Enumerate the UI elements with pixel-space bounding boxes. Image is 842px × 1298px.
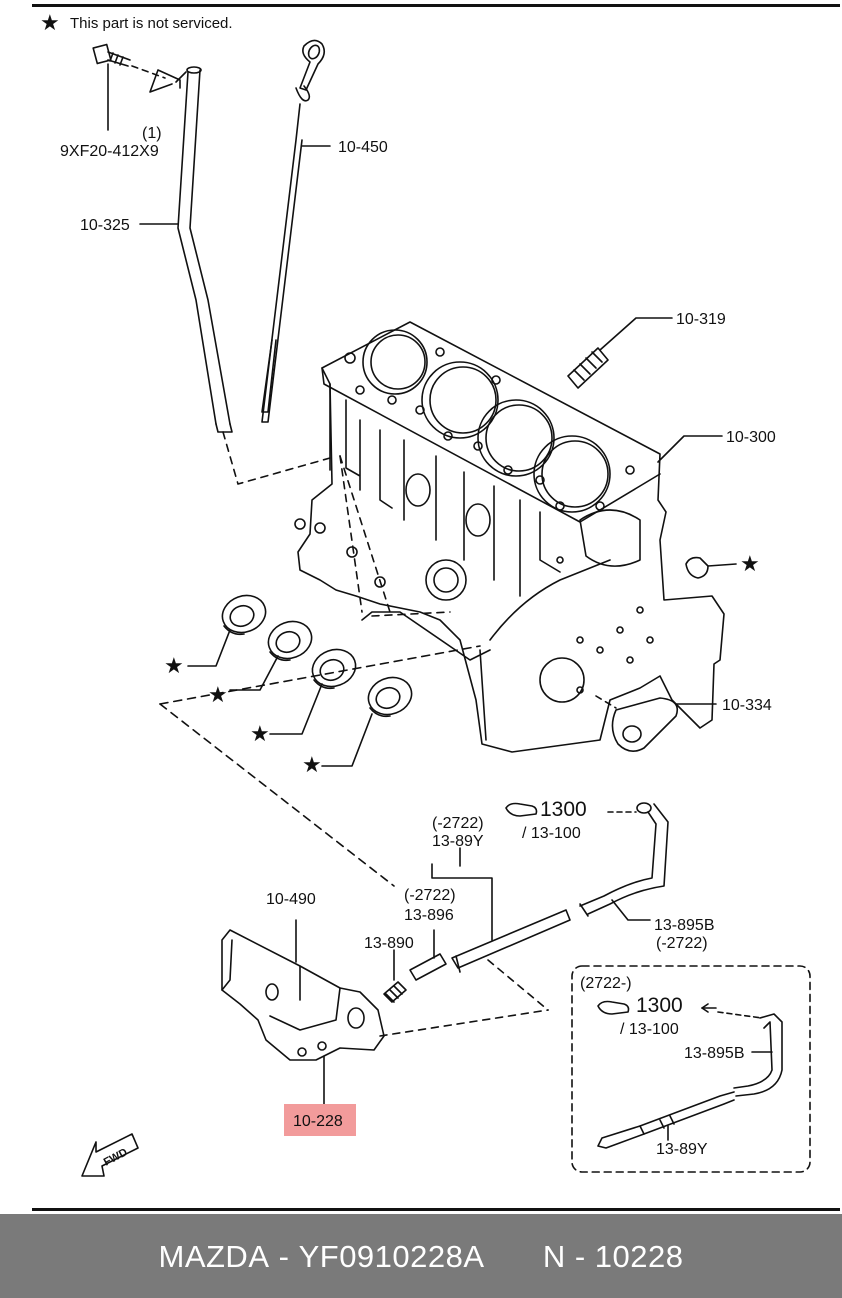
footer-caption: MAZDA - YF0910228A N - 10228 xyxy=(0,1239,842,1275)
fitting-drawing xyxy=(383,981,407,1003)
label-cover-plate: 10-334 xyxy=(722,697,772,714)
footer-bar xyxy=(0,1214,842,1298)
notice-star: ★ xyxy=(40,10,60,35)
label-inset-ref-num: 1300 xyxy=(636,994,683,1017)
footer-n-number: 10228 xyxy=(594,1239,684,1274)
label-hose-range-top: (-2722) xyxy=(432,815,484,832)
label-bolt-part: 9XF20-412X9 xyxy=(60,143,159,160)
star-seal-4: ★ xyxy=(302,752,322,777)
star-seal-2: ★ xyxy=(208,682,228,707)
baffle-drawing xyxy=(221,929,385,1061)
tube-bracket xyxy=(149,69,187,93)
footer-dash-2: - xyxy=(574,1239,586,1274)
plug-drawing xyxy=(685,556,709,579)
footer-brand: MAZDA xyxy=(158,1239,270,1274)
notice-text: This part is not serviced. xyxy=(70,15,233,32)
engine-block-drawing xyxy=(294,321,725,753)
label-dipstick: 10-450 xyxy=(338,139,388,156)
label-pipe-right: 13-895B xyxy=(654,917,715,934)
label-highlight-part: 10-228 xyxy=(293,1113,343,1130)
star-seal-1: ★ xyxy=(164,653,184,678)
label-hose-top: 13-89Y xyxy=(432,833,484,850)
cover-plate-drawing xyxy=(611,697,679,752)
label-bolt-qty: (1) xyxy=(142,125,162,142)
footer-dash-1: - xyxy=(278,1239,290,1274)
label-hose-range-mid: (-2722) xyxy=(404,887,456,904)
inset-box xyxy=(571,965,811,1173)
label-inset-pipe: 13-895B xyxy=(684,1045,745,1062)
pipe-drawing xyxy=(579,803,669,915)
label-inset-range: (2722-) xyxy=(580,975,632,992)
label-pipe-right-range: (-2722) xyxy=(656,935,708,952)
footer-n-label: N xyxy=(542,1239,566,1274)
star-seal-3: ★ xyxy=(250,721,270,746)
bottom-rule xyxy=(32,1208,840,1211)
label-tube: 10-325 xyxy=(80,217,130,234)
inset-pipe-drawing xyxy=(733,1013,783,1097)
label-inset-ref-sub: / 13-100 xyxy=(620,1021,679,1038)
label-block: 10-300 xyxy=(726,429,776,446)
label-baffle: 10-490 xyxy=(266,891,316,908)
hand-icon-inset xyxy=(597,1000,630,1015)
hand-icon-top xyxy=(505,802,538,817)
footer-part-number: YF0910228A xyxy=(298,1239,485,1274)
hose-short-drawing xyxy=(409,953,447,981)
stud-drawing xyxy=(567,347,609,389)
oil-seals-drawing xyxy=(221,594,413,718)
hose-long-drawing xyxy=(451,909,571,973)
top-rule xyxy=(32,4,840,7)
label-stud: 10-319 xyxy=(676,311,726,328)
inset-hose-drawing xyxy=(597,1091,735,1149)
star-plug: ★ xyxy=(740,551,760,576)
fwd-arrow-icon xyxy=(81,1133,139,1177)
label-inset-hose: 13-89Y xyxy=(656,1141,708,1158)
label-hose-mid: 13-896 xyxy=(404,907,454,924)
label-ref-top-sub: / 13-100 xyxy=(522,825,581,842)
label-ref-top-num: 1300 xyxy=(540,798,587,821)
label-fitting: 13-890 xyxy=(364,935,414,952)
dipstick-tube-drawing xyxy=(177,69,231,425)
highlight-box xyxy=(284,1104,356,1136)
bolt-drawing xyxy=(92,43,131,67)
label-fwd: FWD xyxy=(102,1146,130,1168)
dipstick-drawing xyxy=(261,39,326,423)
